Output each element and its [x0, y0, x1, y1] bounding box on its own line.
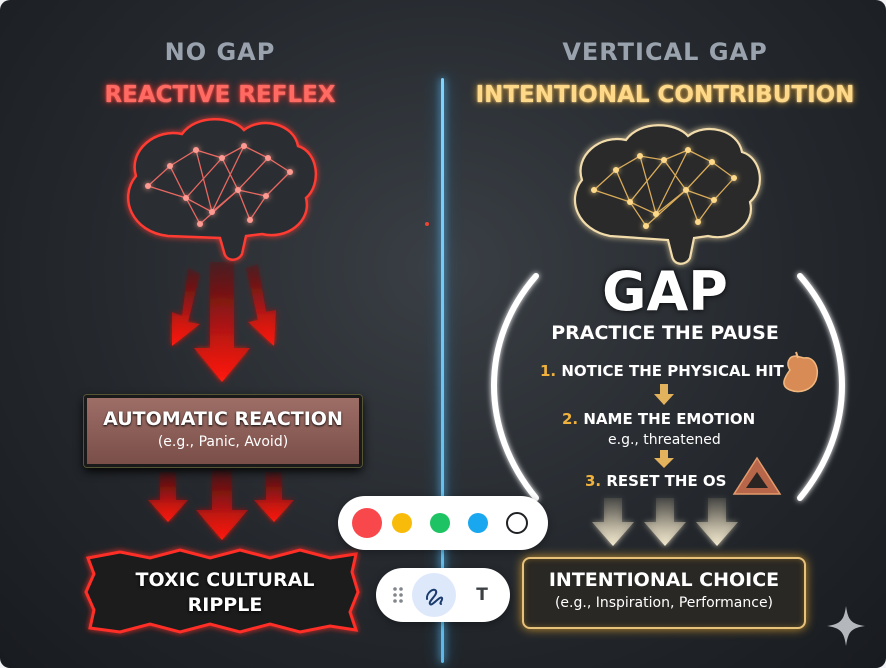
step-3: 3. RESET THE OS — [585, 472, 727, 490]
center-divider — [441, 78, 444, 663]
text-tool-button[interactable]: T — [476, 585, 488, 605]
gap-paren-left — [491, 273, 539, 501]
sparkle-icon — [827, 606, 865, 646]
intentional-arrows — [592, 498, 738, 546]
automatic-reaction-box: AUTOMATIC REACTION (e.g., Panic, Avoid) — [84, 395, 362, 467]
gap-paren-right — [797, 273, 845, 501]
toxic-ripple-frame — [84, 548, 360, 634]
step-2-label: NAME THE EMOTION — [583, 410, 756, 428]
drawing-toolbar: T — [376, 568, 510, 622]
triangle-icon — [732, 456, 782, 495]
right-heading: VERTICAL GAP — [562, 38, 768, 66]
stomach-icon — [783, 351, 818, 393]
toxic-line-1: TOXIC CULTURAL — [135, 569, 315, 591]
reactive-arrows-bottom — [148, 470, 294, 540]
reaction-title: AUTOMATIC REACTION — [103, 408, 343, 430]
left-subheading: REACTIVE REFLEX — [104, 82, 336, 108]
step-3-number: 3. — [585, 472, 602, 490]
right-subheading: INTENTIONAL CONTRIBUTION — [475, 82, 855, 108]
swatch-green[interactable] — [430, 513, 450, 533]
swatch-blue[interactable] — [468, 513, 488, 533]
color-palette — [338, 496, 548, 550]
intentional-brain-icon — [573, 124, 761, 265]
step-2-note: e.g., threatened — [608, 432, 721, 448]
choice-example: (e.g., Inspiration, Performance) — [554, 595, 774, 611]
intentional-choice-box: INTENTIONAL CHOICE (e.g., Inspiration, P… — [522, 557, 806, 629]
toxic-ripple-text: TOXIC CULTURAL RIPPLE — [105, 568, 345, 618]
reactive-brain-icon — [126, 118, 318, 261]
toxic-line-2: RIPPLE — [187, 594, 263, 616]
step-1-label: NOTICE THE PHYSICAL HIT — [561, 362, 784, 380]
swatch-red[interactable] — [352, 508, 382, 538]
step-2-number: 2. — [562, 410, 579, 428]
step-1-number: 1. — [540, 362, 557, 380]
pen-scribble-icon — [425, 588, 444, 606]
reactive-arrows-top — [172, 262, 276, 382]
reaction-example: (e.g., Panic, Avoid) — [157, 434, 289, 450]
gap-subtitle: PRACTICE THE PAUSE — [551, 322, 779, 344]
step-2: 2. NAME THE EMOTION — [562, 410, 755, 428]
drag-handle-icon[interactable] — [392, 586, 404, 604]
choice-title: INTENTIONAL CHOICE — [548, 569, 780, 591]
left-heading: NO GAP — [164, 38, 276, 66]
step-1: 1. NOTICE THE PHYSICAL HIT — [540, 362, 784, 380]
pen-tool-button[interactable] — [412, 573, 456, 617]
swatch-white[interactable] — [506, 512, 528, 534]
swatch-yellow[interactable] — [392, 513, 412, 533]
cursor-dot — [425, 222, 429, 226]
step-3-label: RESET THE OS — [606, 472, 727, 490]
step-arrows — [654, 384, 674, 468]
gap-title: GAP — [602, 260, 728, 323]
